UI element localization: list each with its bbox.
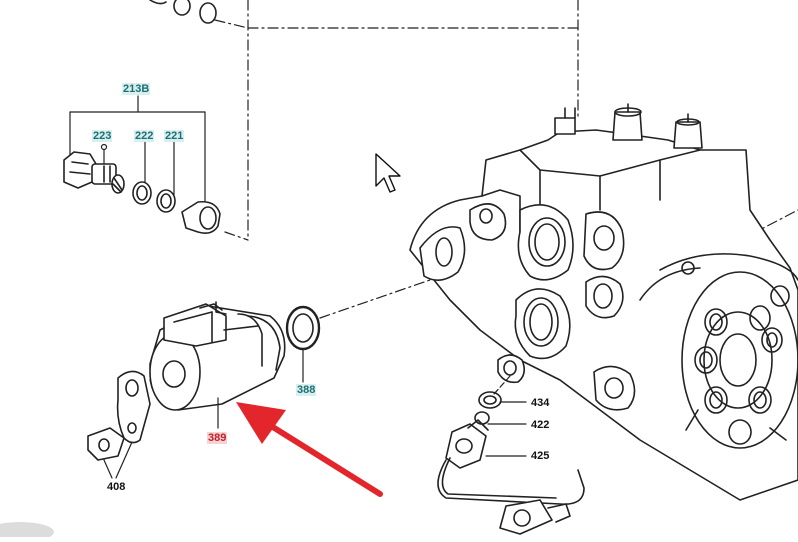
o-ring-part [285, 305, 321, 383]
callout-222: 222 [134, 130, 155, 142]
callout-388: 388 [296, 384, 317, 396]
banjo-bolt-assembly [63, 151, 221, 234]
callout-389: 389 [207, 432, 228, 444]
callout-408: 408 [107, 481, 126, 493]
mouse-cursor-icon [375, 153, 401, 193]
sensor-part [437, 375, 585, 535]
top-rings [149, 0, 217, 24]
red-arrow-icon [236, 402, 383, 497]
callout-434: 434 [531, 397, 550, 409]
solenoid-part [149, 301, 286, 411]
corner-shadow [0, 522, 54, 542]
callout-213b: 213B [122, 83, 151, 95]
callout-425: 425 [531, 450, 550, 462]
bracket-part [87, 370, 153, 479]
callout-221: 221 [164, 130, 185, 142]
callout-422: 422 [531, 419, 550, 431]
callout-223: 223 [92, 130, 113, 142]
injection-pump-body [409, 103, 798, 501]
